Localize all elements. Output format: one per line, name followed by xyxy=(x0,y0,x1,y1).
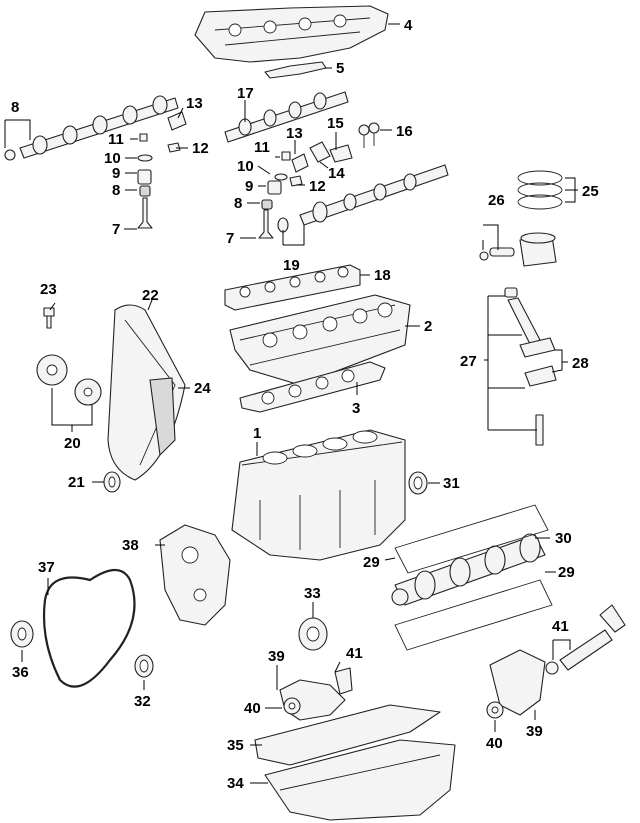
engine-block-part xyxy=(231,429,406,561)
callout-34: 34 xyxy=(227,775,244,792)
callout-15: 15 xyxy=(327,115,344,132)
callout-2: 2 xyxy=(424,318,432,335)
callout-23: 23 xyxy=(40,281,57,298)
callout-labels: 4 5 8 13 11 12 10 9 8 7 17 15 16 11 13 1… xyxy=(11,17,599,792)
cam-carrier-part xyxy=(224,264,361,311)
callout-40: 40 xyxy=(486,735,503,752)
callout-35: 35 xyxy=(227,737,244,754)
valve-train-left-part xyxy=(137,111,187,229)
sprockets-part xyxy=(36,354,102,406)
crankshaft-part xyxy=(391,533,546,606)
callout-12: 12 xyxy=(192,140,209,157)
callout-29: 29 xyxy=(363,554,380,571)
callout-11: 11 xyxy=(108,131,124,148)
pulley-part xyxy=(298,617,328,651)
oil-pump-left-part xyxy=(279,667,353,721)
piston-rings-part xyxy=(517,170,563,210)
drive-belt-part xyxy=(42,568,136,688)
callout-24: 24 xyxy=(194,380,211,397)
callout-3: 3 xyxy=(352,400,360,417)
callout-18: 18 xyxy=(374,267,391,284)
callout-17: 17 xyxy=(237,85,254,102)
callout-33: 33 xyxy=(304,585,321,602)
callout-32: 32 xyxy=(134,693,151,710)
rear-seal-part xyxy=(408,471,428,495)
callout-13: 13 xyxy=(186,95,203,112)
callout-22: 22 xyxy=(142,287,159,304)
oil-pump-right-part xyxy=(486,604,626,719)
camshaft-19-part xyxy=(277,164,449,233)
valve-cover-gasket-part xyxy=(264,61,327,79)
bearings-lower-part xyxy=(394,579,553,651)
valve-cover-part xyxy=(194,5,389,63)
callout-36: 36 xyxy=(12,664,29,681)
callout-11: 11 xyxy=(254,139,270,156)
head-gasket-part xyxy=(239,361,386,413)
callout-20: 20 xyxy=(64,435,81,452)
callout-8: 8 xyxy=(11,99,19,116)
camshaft-17-part xyxy=(224,91,349,143)
callout-7: 7 xyxy=(226,230,234,247)
callout-1: 1 xyxy=(253,425,261,442)
callout-31: 31 xyxy=(443,475,460,492)
bearings-upper-part xyxy=(394,504,549,574)
callout-5: 5 xyxy=(336,60,344,77)
callout-9: 9 xyxy=(245,178,253,195)
callout-12: 12 xyxy=(309,178,326,195)
callout-21: 21 xyxy=(68,474,85,491)
callout-4: 4 xyxy=(404,17,413,34)
valve-train-right-part xyxy=(258,122,380,239)
callout-27: 27 xyxy=(460,353,477,370)
callout-29: 29 xyxy=(558,564,575,581)
connecting-rod-part xyxy=(504,287,557,446)
leader-lines xyxy=(4,23,578,784)
callout-39: 39 xyxy=(268,648,285,665)
bolt-part xyxy=(43,307,55,329)
callout-37: 37 xyxy=(38,559,55,576)
callout-41: 41 xyxy=(552,618,569,635)
callout-25: 25 xyxy=(582,183,599,200)
callout-28: 28 xyxy=(572,355,589,372)
callout-10: 10 xyxy=(104,150,121,167)
oil-pan-part xyxy=(264,739,456,821)
callout-8: 8 xyxy=(234,195,242,212)
callout-30: 30 xyxy=(555,530,572,547)
front-seal-part xyxy=(103,471,121,493)
damper-part xyxy=(10,620,34,648)
camshaft-left-part xyxy=(4,95,179,161)
piston-part xyxy=(479,232,557,267)
callout-38: 38 xyxy=(122,537,139,554)
callout-16: 16 xyxy=(396,123,413,140)
callout-26: 26 xyxy=(488,192,505,209)
callout-14: 14 xyxy=(328,165,345,182)
timing-cover-part xyxy=(159,524,231,626)
callout-19: 19 xyxy=(283,257,300,274)
callout-40: 40 xyxy=(244,700,261,717)
callout-7: 7 xyxy=(112,221,120,238)
seal-32-part xyxy=(134,654,154,678)
callout-41: 41 xyxy=(346,645,363,662)
oil-pan-gasket-part xyxy=(254,704,441,766)
timing-chain-part xyxy=(107,304,186,481)
callout-10: 10 xyxy=(237,158,254,175)
callout-39: 39 xyxy=(526,723,543,740)
cylinder-head-part xyxy=(229,294,411,386)
callout-13: 13 xyxy=(286,125,303,142)
callout-9: 9 xyxy=(112,165,120,182)
callout-8: 8 xyxy=(112,182,120,199)
